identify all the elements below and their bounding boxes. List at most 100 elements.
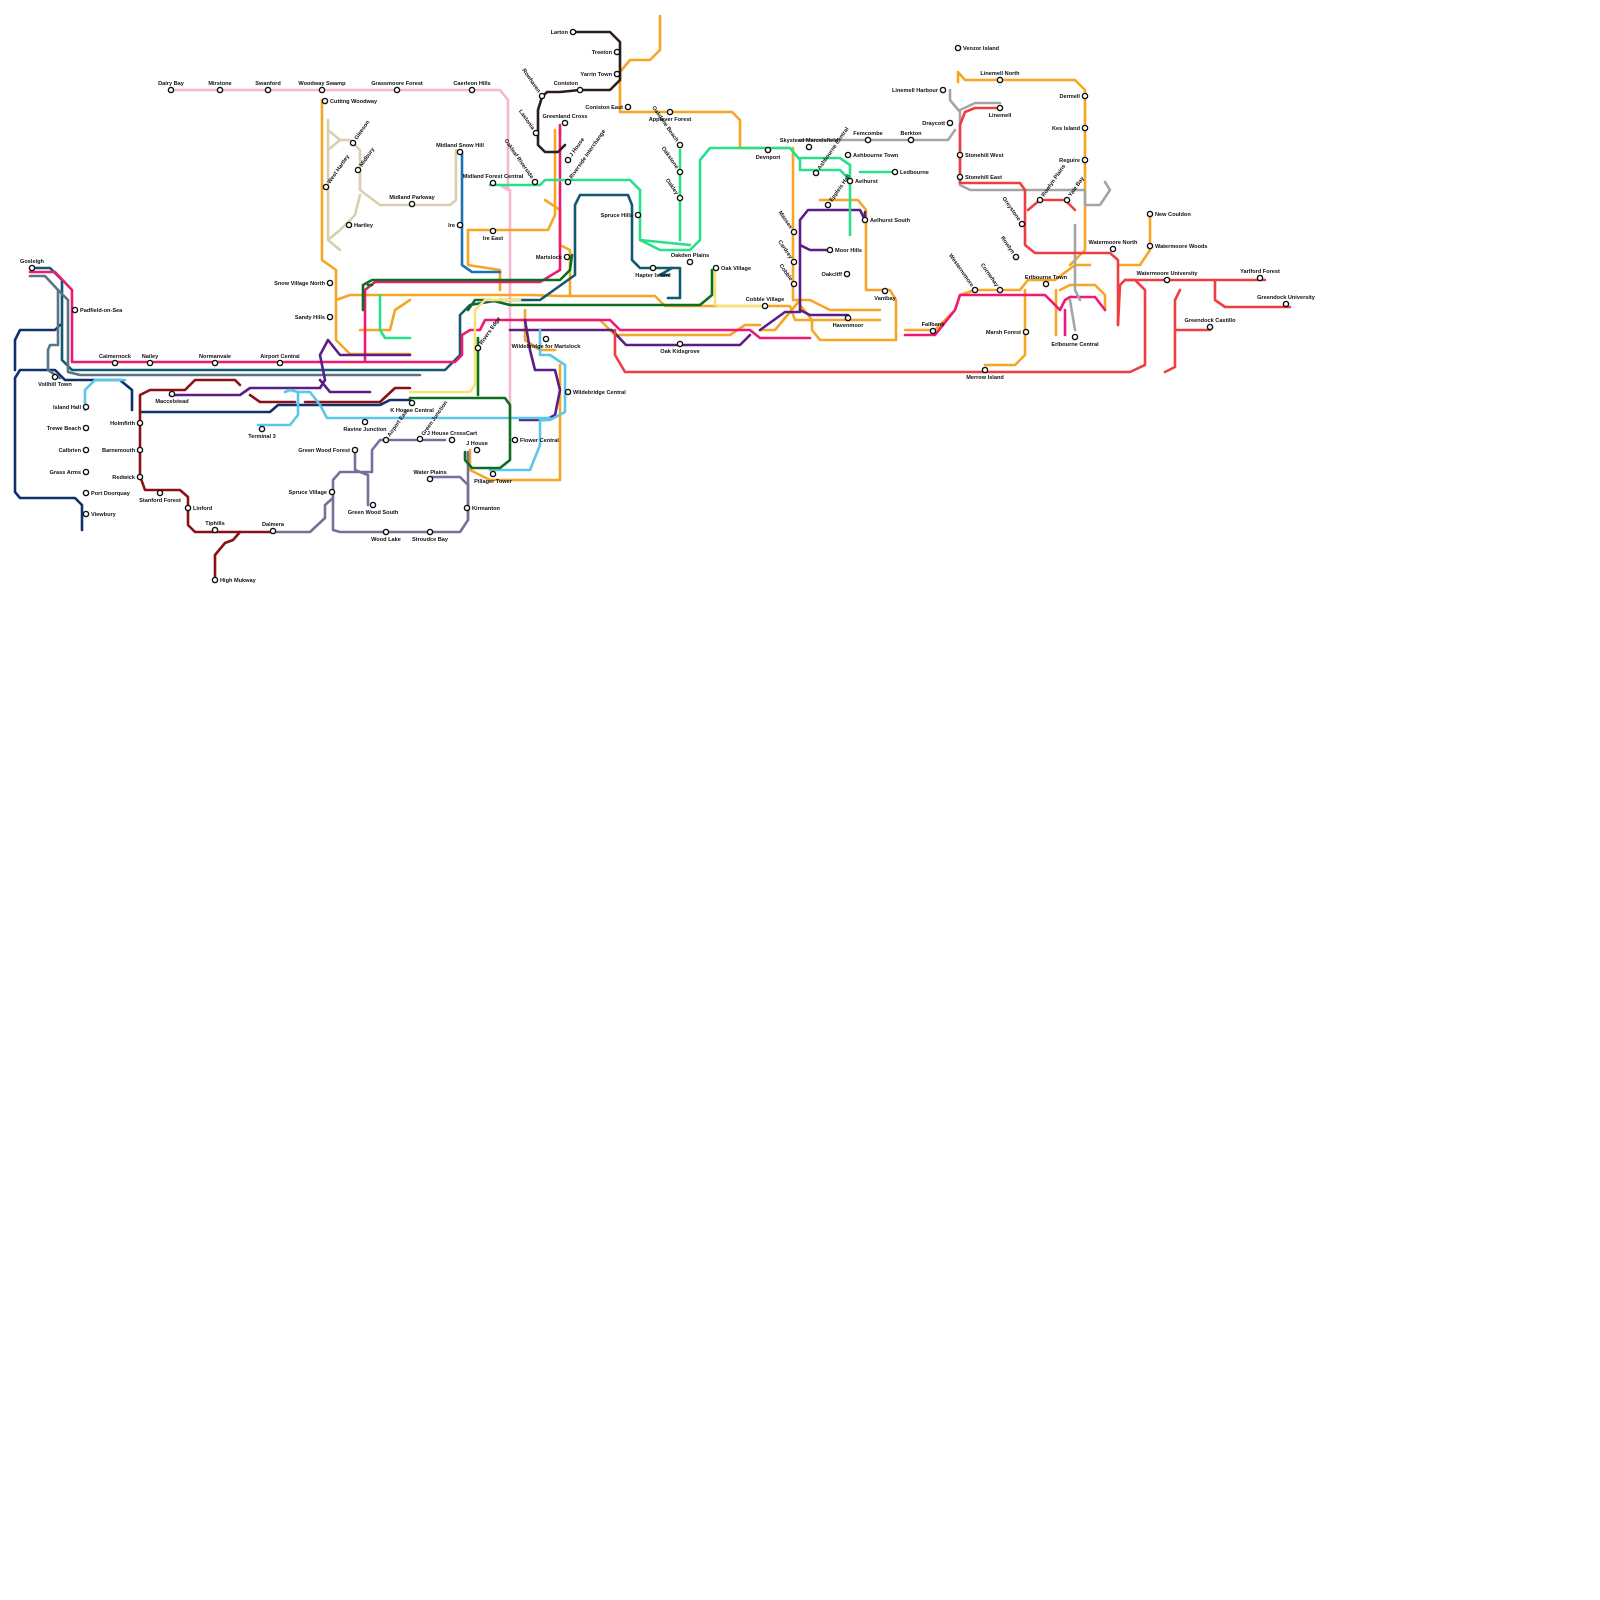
station-marker-green-wood-south[interactable] [369,501,377,509]
station-marker-merrow-island[interactable] [981,366,989,374]
station-marker-ledbourne[interactable] [891,168,899,176]
station-marker-reguire[interactable] [1081,156,1089,164]
station-marker-k-house-central[interactable] [408,399,416,407]
station-marker-lastonia[interactable] [532,129,540,137]
station-marker-oak-kidsgrove[interactable] [676,340,684,348]
station-marker-greendock-university[interactable] [1282,300,1290,308]
station-marker-port-doorquay[interactable] [82,489,90,497]
station-marker-tiphills[interactable] [211,526,219,534]
station-marker-erlbourne-central[interactable] [1071,333,1079,341]
station-marker-ire-east[interactable] [489,227,497,235]
station-marker-yarrin-town[interactable] [613,70,621,78]
station-marker-calbrien[interactable] [82,446,90,454]
station-marker-kes-island[interactable] [1081,124,1089,132]
station-marker-fallbank[interactable] [929,327,937,335]
station-marker-greystone[interactable] [1018,220,1026,228]
station-marker-stroudce-bay[interactable] [426,528,434,536]
station-marker-cornwhay[interactable] [996,286,1004,294]
station-marker-treeton[interactable] [613,48,621,56]
station-marker-yale-bay[interactable] [1063,196,1071,204]
station-marker-rivers-edge[interactable] [474,344,482,352]
station-marker-stonehill-east[interactable] [956,173,964,181]
station-marker-holmfirth[interactable] [136,419,144,427]
station-marker-airport-central[interactable] [276,359,284,367]
station-marker-watermoore-north[interactable] [1109,245,1117,253]
station-marker-eppleis-hall[interactable] [824,201,832,209]
station-marker-terminal-3[interactable] [258,425,266,433]
station-marker-ashbourne-central[interactable] [812,169,820,177]
station-marker-sandy-hills[interactable] [326,313,334,321]
station-marker-dairy-bay[interactable] [167,86,175,94]
station-marker-oakdene-beach[interactable] [676,141,684,149]
station-marker-dermell[interactable] [1081,92,1089,100]
station-marker-normanvale[interactable] [211,359,219,367]
station-marker-vollhill-town[interactable] [51,373,59,381]
station-marker-j-house[interactable] [564,156,572,164]
station-marker-westernvmore[interactable] [971,286,979,294]
station-marker-midland-forest-central[interactable] [489,179,497,187]
station-marker-applever-forest[interactable] [666,108,674,116]
station-marker-aelhurst[interactable] [846,177,854,185]
station-marker-gosleigh[interactable] [28,264,36,272]
station-marker-ire[interactable] [456,221,464,229]
station-marker-coniston-east[interactable] [624,103,632,111]
station-marker-stonehill-west[interactable] [956,151,964,159]
station-marker-vantbay[interactable] [881,287,889,295]
station-marker-gleeson[interactable] [349,139,357,147]
station-marker-midland-parkway[interactable] [408,200,416,208]
station-marker-snow-village-north[interactable] [326,279,334,287]
station-marker-greendock-castillo[interactable] [1206,323,1214,331]
station-marker-martslock[interactable] [563,253,571,261]
station-marker-grass-arms[interactable] [82,468,90,476]
station-marker-coniston[interactable] [576,86,584,94]
station-marker-new-couldon[interactable] [1146,210,1154,218]
station-marker-draycott[interactable] [946,119,954,127]
station-marker-woodway-swamp[interactable] [318,86,326,94]
station-marker-flower-central[interactable] [511,436,519,444]
station-marker-hapter-island[interactable] [649,264,657,272]
station-marker-oak-village[interactable] [712,264,720,272]
station-marker-barnemouth[interactable] [136,446,144,454]
station-marker-green-wood-forest[interactable] [351,446,359,454]
station-marker-nailey[interactable] [146,359,154,367]
station-marker-cutting-woodway[interactable] [321,97,329,105]
station-marker-oakden-plains[interactable] [686,258,694,266]
station-marker-femcombe[interactable] [864,136,872,144]
station-marker-redwick[interactable] [136,473,144,481]
station-marker-green-junction[interactable] [416,435,424,443]
station-marker-padfield-on-sea[interactable] [71,306,79,314]
station-marker-wildebridge-central[interactable] [564,388,572,396]
station-marker-swanford[interactable] [264,86,272,94]
station-marker-devnport[interactable] [764,146,772,154]
station-marker-aelhurst-south[interactable] [861,216,869,224]
station-marker-berkton[interactable] [907,136,915,144]
station-marker-yarlford-forest[interactable] [1256,274,1264,282]
station-marker-marsh-forest[interactable] [1022,328,1030,336]
station-marker-skystead-marcelsfield[interactable] [805,143,813,151]
station-marker-high-mukway[interactable] [211,576,219,584]
station-marker-spruce-hills[interactable] [634,211,642,219]
station-marker-water-plains[interactable] [426,475,434,483]
station-marker-moor-hills[interactable] [826,246,834,254]
station-marker-watermoore-university[interactable] [1163,276,1171,284]
station-marker-j-house-crosscart[interactable] [448,436,456,444]
station-marker-venzor-island[interactable] [954,44,962,52]
station-marker-midbury[interactable] [354,166,362,174]
station-marker-massex[interactable] [790,228,798,236]
station-marker-grassmoore-forest[interactable] [393,86,401,94]
station-marker-ashbourne-town[interactable] [844,151,852,159]
station-marker-rowlyn[interactable] [1012,253,1020,261]
station-marker-wildebridge-for-martslock[interactable] [542,335,550,343]
station-marker-kirmanton[interactable] [463,504,471,512]
station-marker-pillager-tower[interactable] [489,470,497,478]
station-marker-stanford-forest[interactable] [156,489,164,497]
station-marker-linemell-harbour[interactable] [939,86,947,94]
station-marker-cobble-village[interactable] [761,302,769,310]
station-marker-west-hartley[interactable] [322,183,330,191]
station-marker-linford[interactable] [184,504,192,512]
station-marker-caerleon-hills[interactable] [468,86,476,94]
station-marker-island-hall[interactable] [82,403,90,411]
station-marker-rowlyn-plains[interactable] [1036,196,1044,204]
station-marker-j-house[interactable] [473,446,481,454]
station-marker-erlbourne-town[interactable] [1042,280,1050,288]
